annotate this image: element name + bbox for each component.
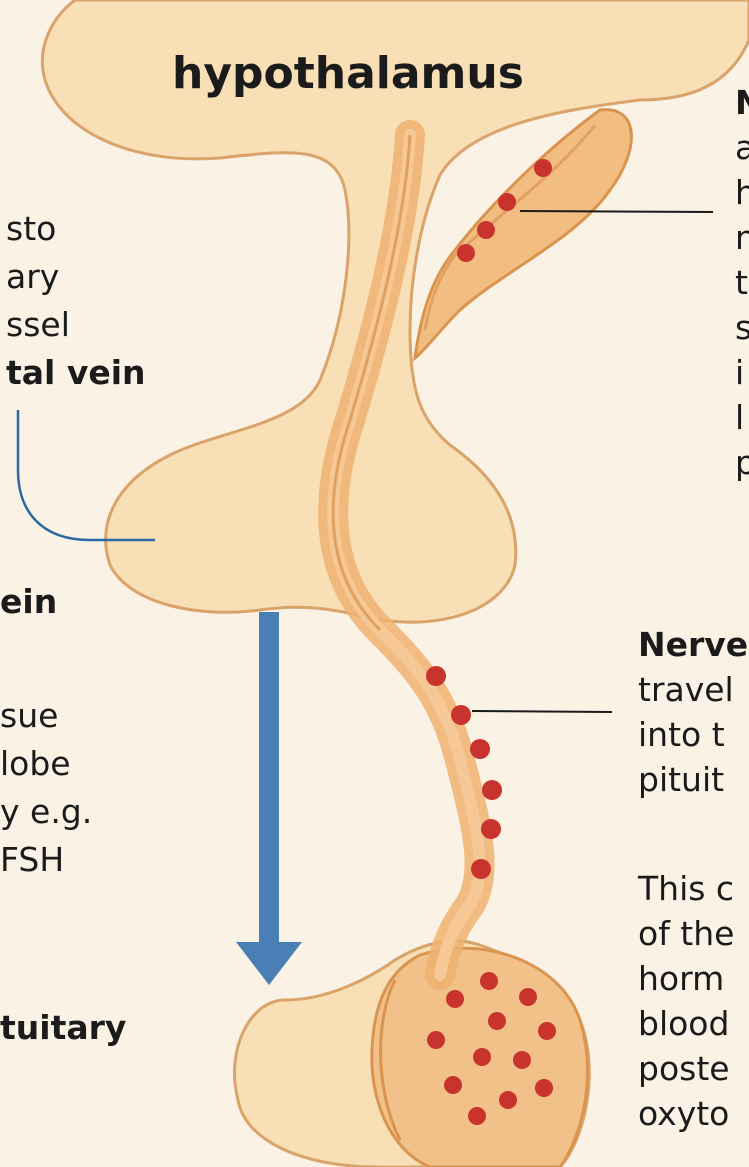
label-line: Nerve xyxy=(638,622,748,667)
down-arrow xyxy=(236,612,302,985)
hormone-dot xyxy=(470,739,490,759)
label-line: oxyto xyxy=(638,1091,734,1136)
portal-vein-label: sto ary ssel tal vein xyxy=(6,205,146,397)
label-line: p xyxy=(735,440,749,485)
hormone-dot xyxy=(426,666,446,686)
label-line: a xyxy=(735,125,749,170)
label-line: horm xyxy=(638,956,734,1001)
label-line: lobe xyxy=(0,740,92,788)
arrow-head xyxy=(236,942,302,985)
label-line: tal vein xyxy=(6,349,146,397)
hormone-dot xyxy=(488,1012,506,1030)
label-line: tuitary xyxy=(0,1004,126,1052)
leader-line-neurosecretory xyxy=(520,211,713,212)
hormone-dot xyxy=(498,193,516,211)
label-line: sue xyxy=(0,692,92,740)
diagram-title: hypothalamus xyxy=(172,48,524,99)
hormone-dot xyxy=(471,859,491,879)
label-line: travel xyxy=(638,667,748,712)
label-line: into t xyxy=(638,712,748,757)
hormone-dot xyxy=(427,1031,445,1049)
hormone-dot xyxy=(444,1076,462,1094)
hormone-dot xyxy=(468,1107,486,1125)
hormone-dot xyxy=(519,988,537,1006)
hormone-dot xyxy=(451,705,471,725)
label-line: FSH xyxy=(0,836,92,884)
posterior-lobe-label: This c of the horm blood poste oxyto xyxy=(638,866,734,1136)
label-line: This c xyxy=(638,866,734,911)
neurosecretory-label: N a h n t s i l p xyxy=(735,80,749,485)
label-line: blood xyxy=(638,1001,734,1046)
label-line: i xyxy=(735,350,749,395)
label-line: N xyxy=(735,80,749,125)
hormone-dot xyxy=(457,244,475,262)
label-line: ssel xyxy=(6,301,146,349)
hormone-dot xyxy=(534,159,552,177)
label-line: n xyxy=(735,215,749,260)
label-line: pituit xyxy=(638,757,748,802)
hormone-dot xyxy=(482,780,502,800)
label-line: l xyxy=(735,395,749,440)
leader-line-nerve xyxy=(472,711,612,712)
label-line: ary xyxy=(6,253,146,301)
hormone-dot xyxy=(535,1079,553,1097)
label-line: of the xyxy=(638,911,734,956)
hormone-dot xyxy=(446,990,464,1008)
label-line: h xyxy=(735,170,749,215)
anterior-lobe-label: sue lobe y e.g. FSH xyxy=(0,692,92,884)
label-line: y e.g. xyxy=(0,788,92,836)
label-line: sto xyxy=(6,205,146,253)
label-line: t xyxy=(735,260,749,305)
label-line: poste xyxy=(638,1046,734,1091)
arrow-shaft xyxy=(259,612,279,944)
hormone-dot xyxy=(513,1051,531,1069)
vein-heading: ein xyxy=(0,578,57,626)
hormone-dot xyxy=(477,221,495,239)
hormone-dot xyxy=(538,1022,556,1040)
pituitary-heading: tuitary xyxy=(0,1004,126,1052)
label-line: ein xyxy=(0,578,57,626)
hormone-dot xyxy=(499,1091,517,1109)
nerve-label: Nerve travel into t pituit xyxy=(638,622,748,802)
hormone-dot xyxy=(473,1048,491,1066)
hormone-dot xyxy=(480,972,498,990)
label-line: s xyxy=(735,305,749,350)
hormone-dot xyxy=(481,819,501,839)
